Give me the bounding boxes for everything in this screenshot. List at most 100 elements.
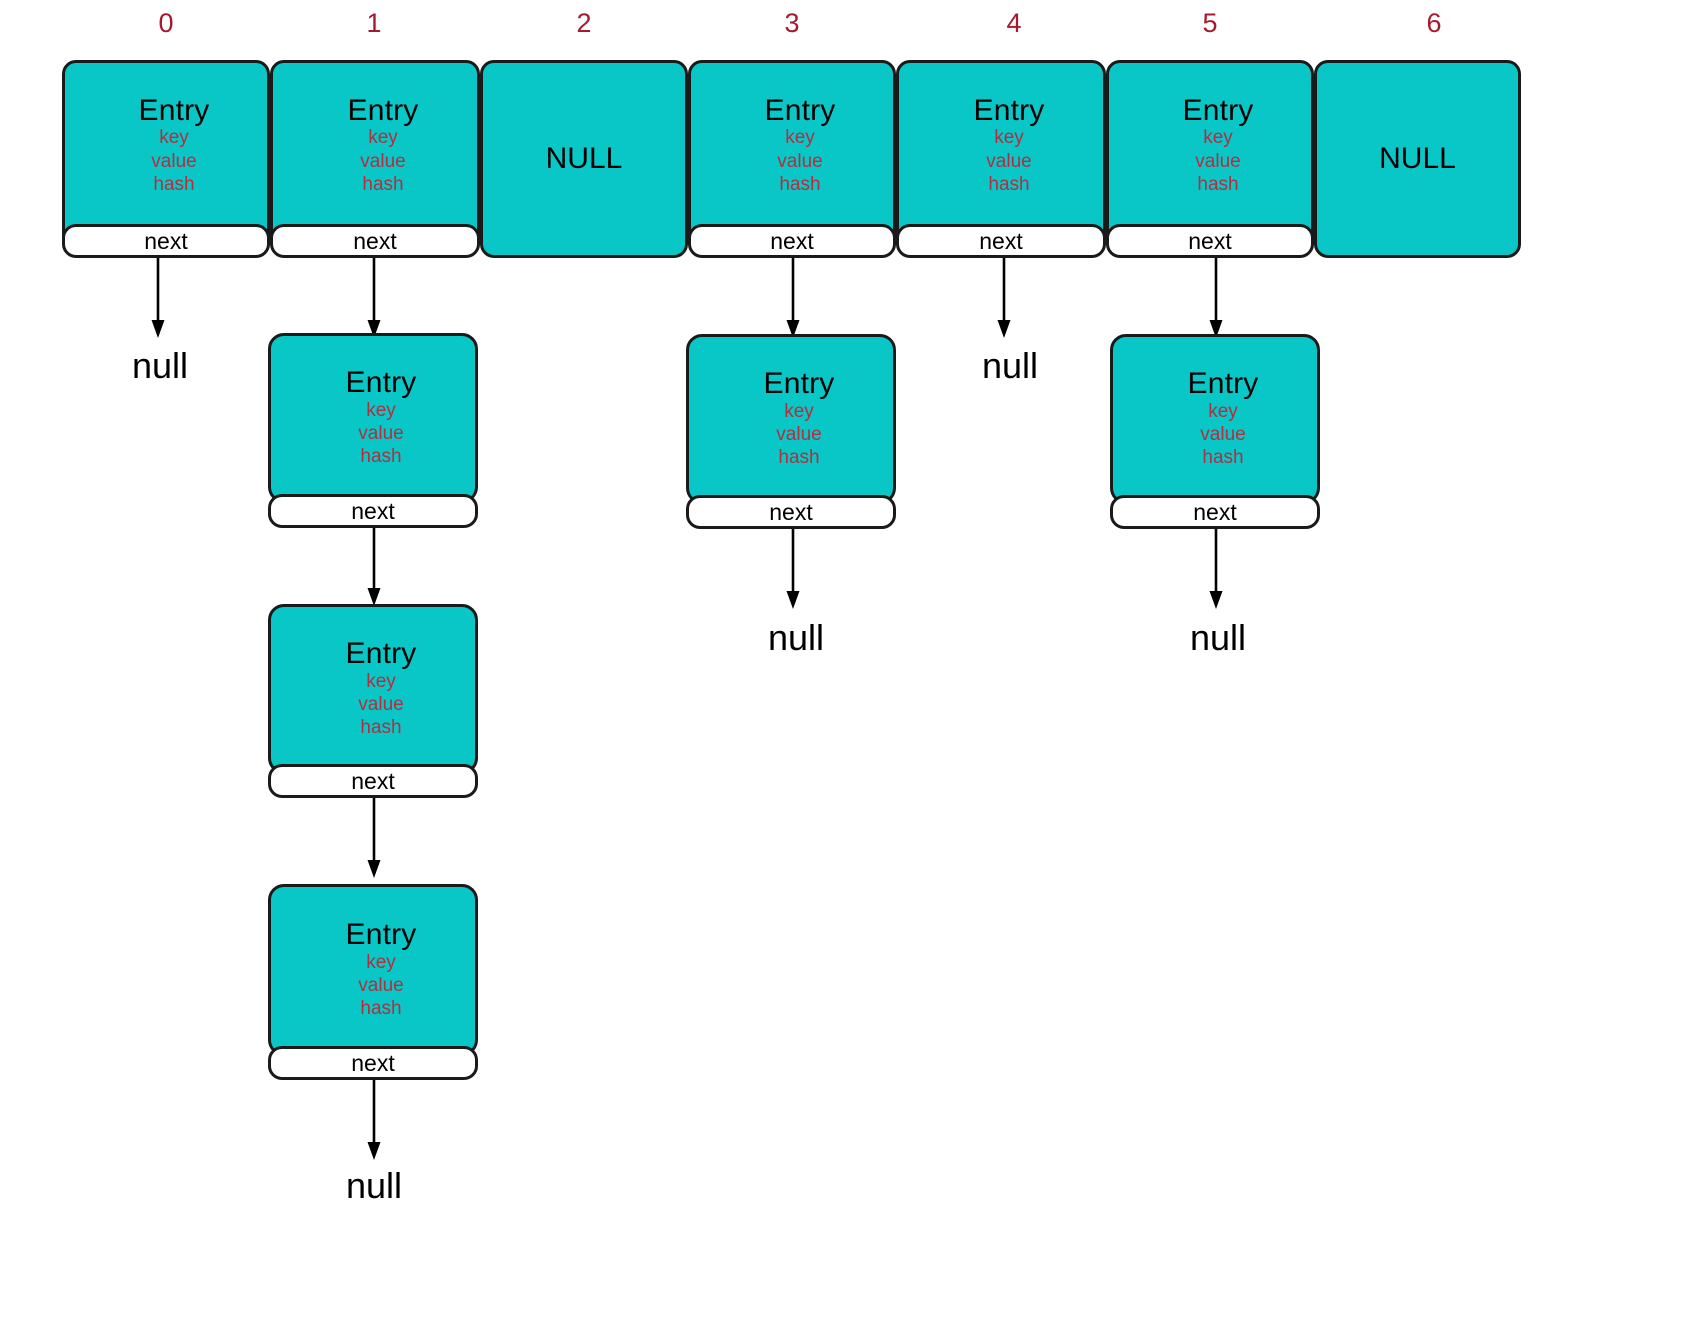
entry-fields: Entry key value hash: [347, 95, 418, 196]
bucket-cell-1-body: Entry key value hash: [273, 63, 477, 228]
chain-node-3-1-next-pointer[interactable]: next: [686, 495, 896, 529]
chain-node-5-1-next-pointer[interactable]: next: [1110, 495, 1320, 529]
entry-key-label: key: [366, 399, 396, 421]
entry-title: Entry: [764, 93, 836, 127]
arrow-bucket-1-to-node-1a: [366, 258, 396, 340]
entry-value-label: value: [358, 423, 404, 445]
arrow-bucket-5-to-node-5a: [1208, 258, 1238, 340]
bucket-null-label: NULL: [545, 142, 623, 175]
bucket-cell-2-body: NULL: [483, 63, 685, 255]
bucket-cell-3-body: Entry key value hash: [691, 63, 893, 228]
entry-hash-label: hash: [360, 446, 402, 468]
bucket-null-label: NULL: [1379, 142, 1456, 175]
chain-node-1-3[interactable]: Entry key value hash: [268, 884, 478, 1056]
entry-fields: Entry key value hash: [763, 368, 834, 469]
entry-key-label: key: [785, 127, 815, 149]
entry-hash-label: hash: [362, 173, 404, 195]
entry-hash-label: hash: [1202, 447, 1244, 469]
bucket-cell-1[interactable]: Entry key value hash: [270, 60, 480, 256]
entry-key-label: key: [994, 127, 1024, 149]
arrow-node-1-3-to-null: [366, 1080, 396, 1162]
null-terminator-bucket-5: null: [1189, 617, 1247, 658]
entry-hash-label: hash: [778, 447, 820, 469]
bucket-cell-2[interactable]: NULL: [480, 60, 688, 258]
entry-title: Entry: [345, 637, 417, 671]
entry-title: Entry: [1187, 367, 1259, 401]
chain-node-3-1[interactable]: Entry key value hash: [686, 334, 896, 504]
entry-fields: Entry key value hash: [1187, 368, 1258, 469]
bucket-index-label-1: 1: [366, 8, 382, 38]
chain-node-1-1[interactable]: Entry key value hash: [268, 333, 478, 503]
entry-value-label: value: [360, 150, 406, 172]
bucket-cell-5-body: Entry key value hash: [1109, 63, 1311, 228]
entry-fields: Entry key value hash: [764, 95, 835, 196]
bucket-index-label-0: 0: [158, 8, 174, 38]
entry-fields: Entry key value hash: [1182, 95, 1253, 196]
entry-fields: Entry key value hash: [345, 638, 416, 739]
entry-key-label: key: [1208, 400, 1238, 422]
entry-value-label: value: [777, 150, 823, 172]
entry-hash-label: hash: [988, 173, 1030, 195]
entry-key-label: key: [1203, 127, 1233, 149]
chain-node-5-1[interactable]: Entry key value hash: [1110, 334, 1320, 504]
entry-value-label: value: [358, 694, 404, 716]
entry-fields: Entry key value hash: [345, 367, 416, 468]
arrow-bucket-0-to-null: [150, 258, 180, 340]
entry-title: Entry: [345, 918, 417, 952]
arrow-node-1-1-to-node-1-2: [366, 528, 396, 608]
entry-key-label: key: [368, 127, 398, 149]
entry-title: Entry: [345, 366, 417, 400]
entry-fields: Entry key value hash: [973, 95, 1044, 196]
bucket-cell-0-body: Entry key value hash: [65, 63, 267, 228]
chain-node-1-2-next-pointer[interactable]: next: [268, 764, 478, 798]
arrow-node-5-1-to-null: [1208, 529, 1238, 611]
bucket-cell-0[interactable]: Entry key value hash: [62, 60, 270, 256]
chain-node-1-1-next-pointer[interactable]: next: [268, 494, 478, 528]
bucket-cell-3[interactable]: Entry key value hash: [688, 60, 896, 256]
bucket-cell-6-body: NULL: [1317, 63, 1518, 255]
bucket-index-label-5: 5: [1202, 8, 1218, 38]
entry-hash-label: hash: [1197, 173, 1239, 195]
entry-value-label: value: [1200, 424, 1246, 446]
null-terminator-bucket-4: null: [981, 345, 1039, 386]
bucket-cell-4-body: Entry key value hash: [899, 63, 1103, 228]
entry-hash-label: hash: [779, 173, 821, 195]
entry-title: Entry: [973, 93, 1045, 127]
chain-node-1-3-next-pointer[interactable]: next: [268, 1046, 478, 1080]
entry-hash-label: hash: [360, 998, 402, 1020]
entry-key-label: key: [784, 400, 814, 422]
entry-title: Entry: [763, 367, 835, 401]
entry-title: Entry: [347, 93, 419, 127]
entry-key-label: key: [159, 127, 189, 149]
entry-hash-label: hash: [153, 173, 195, 195]
chain-node-1-2[interactable]: Entry key value hash: [268, 604, 478, 774]
entry-value-label: value: [151, 150, 197, 172]
entry-value-label: value: [358, 975, 404, 997]
entry-title: Entry: [138, 93, 210, 127]
entry-fields: Entry key value hash: [138, 95, 209, 196]
bucket-cell-5-next-pointer[interactable]: next: [1106, 224, 1314, 258]
entry-key-label: key: [366, 670, 396, 692]
entry-value-label: value: [1195, 150, 1241, 172]
entry-key-label: key: [366, 951, 396, 973]
bucket-index-label-3: 3: [784, 8, 800, 38]
arrow-bucket-4-to-null: [996, 258, 1026, 340]
bucket-cell-3-next-pointer[interactable]: next: [688, 224, 896, 258]
bucket-cell-4-next-pointer[interactable]: next: [896, 224, 1106, 258]
null-terminator-bucket-0: null: [131, 345, 189, 386]
bucket-index-label-2: 2: [576, 8, 592, 38]
null-terminator-bucket-1: null: [345, 1165, 403, 1206]
bucket-cell-1-next-pointer[interactable]: next: [270, 224, 480, 258]
entry-fields: Entry key value hash: [345, 919, 416, 1020]
arrow-node-3-1-to-null: [785, 529, 815, 611]
bucket-cell-0-next-pointer[interactable]: next: [62, 224, 270, 258]
entry-hash-label: hash: [360, 717, 402, 739]
bucket-cell-6[interactable]: NULL: [1314, 60, 1521, 258]
entry-value-label: value: [776, 424, 822, 446]
arrow-node-1-2-to-node-1-3: [366, 798, 396, 880]
bucket-cell-5[interactable]: Entry key value hash: [1106, 60, 1314, 256]
entry-title: Entry: [1182, 93, 1254, 127]
bucket-index-label-4: 4: [1006, 8, 1022, 38]
bucket-index-label-6: 6: [1426, 8, 1442, 38]
